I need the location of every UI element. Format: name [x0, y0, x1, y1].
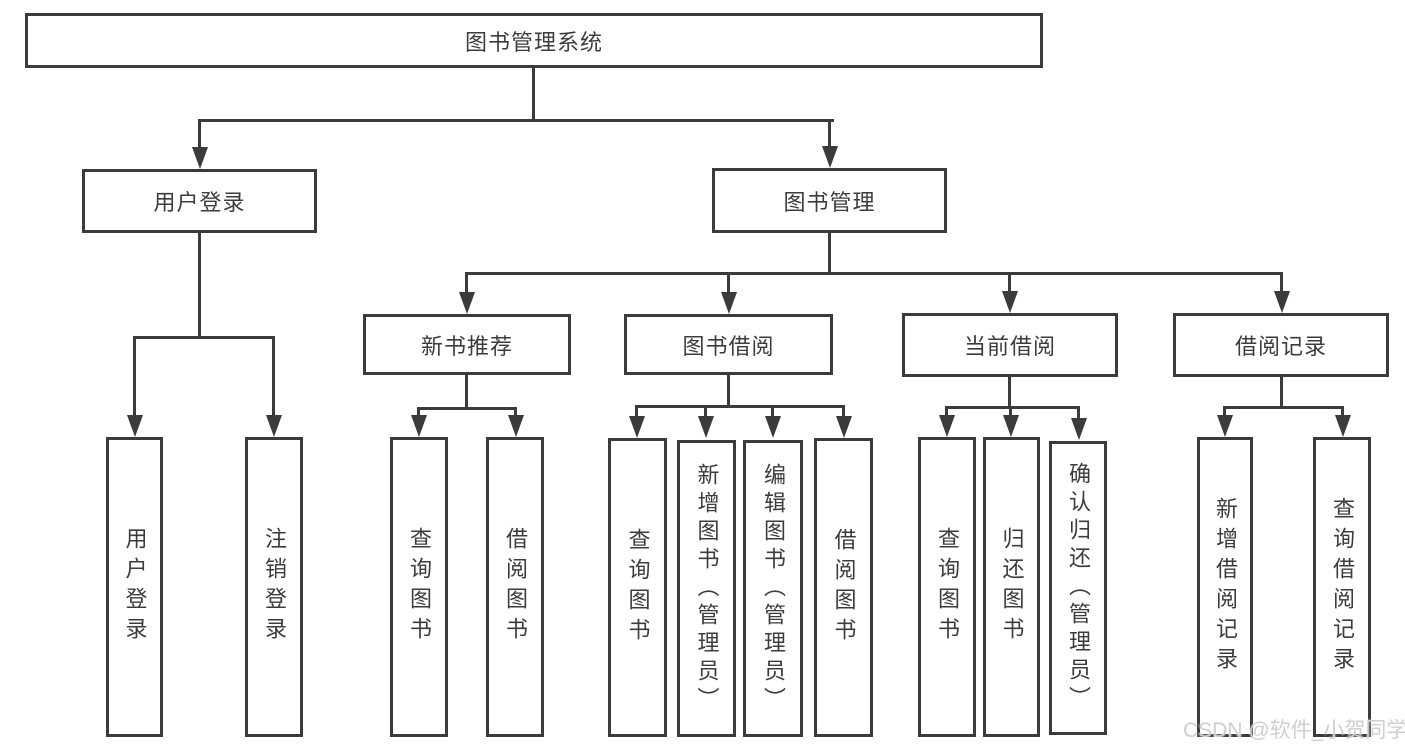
node-leaf-nbr-borrow: 借阅图书 — [486, 437, 544, 737]
connector-book-mgmt-split — [465, 272, 1283, 275]
connector-borrow-records-split — [1223, 406, 1343, 409]
node-root-label: 图书管理系统 — [464, 29, 603, 55]
connector-new-book-rec-split — [417, 407, 517, 410]
connector-current-borrow-split — [945, 406, 1080, 409]
node-leaf-bb-edit-label: 编辑图书（管理员） — [761, 462, 786, 715]
node-current-borrow: 当前借阅 — [902, 313, 1118, 377]
connector-to-leaf-cb-query — [945, 406, 948, 418]
connector-to-leaf-br-add — [1223, 406, 1226, 418]
connector-current-borrow-stem — [1008, 377, 1011, 409]
connector-new-book-rec-stem — [465, 375, 468, 410]
node-leaf-br-query: 查询借阅记录 — [1313, 437, 1371, 737]
node-leaf-nbr-borrow-label: 借阅图书 — [503, 527, 528, 647]
connector-to-new-book-rec — [465, 272, 468, 296]
node-leaf-cb-confirm-label: 确认归还（管理员） — [1066, 462, 1091, 714]
connector-root-split — [198, 119, 834, 122]
node-leaf-bb-query: 查询图书 — [608, 438, 667, 737]
csdn-watermark: CSDN @软件_小贺同学 — [1183, 719, 1405, 742]
connector-to-leaf-logout — [272, 336, 275, 420]
node-leaf-user-login-label: 用户登录 — [122, 527, 148, 647]
arrowhead-leaf-nbr-query — [411, 415, 427, 437]
arrowhead-leaf-nbr-borrow — [508, 415, 524, 437]
node-root: 图书管理系统 — [25, 13, 1043, 68]
arrowhead-leaf-br-query — [1335, 415, 1351, 437]
arrowhead-leaf-br-add — [1217, 415, 1233, 437]
node-new-book-rec-label: 新书推荐 — [420, 333, 513, 359]
node-leaf-cb-return: 归还图书 — [983, 437, 1040, 737]
arrowhead-leaf-logout — [266, 415, 282, 437]
arrowhead-leaf-bb-borrow — [836, 416, 852, 438]
connector-book-mgmt-stem — [828, 233, 831, 275]
connector-borrow-records-stem — [1280, 377, 1283, 409]
connector-to-leaf-nbr-borrow — [514, 407, 517, 420]
connector-to-borrow-records — [1280, 272, 1283, 295]
node-leaf-cb-query-label: 查询图书 — [935, 527, 960, 647]
node-leaf-user-login: 用户登录 — [106, 437, 163, 737]
node-leaf-bb-borrow-label: 借阅图书 — [831, 527, 857, 648]
node-borrow-records-label: 借阅记录 — [1234, 334, 1327, 359]
node-leaf-br-query-label: 查询借阅记录 — [1330, 497, 1355, 677]
connector-to-leaf-bb-query — [635, 405, 638, 418]
connector-to-leaf-br-query — [1341, 406, 1344, 418]
arrowhead-leaf-bb-add — [698, 416, 714, 438]
connector-to-leaf-bb-borrow — [842, 405, 845, 418]
arrowhead-book-mgmt — [822, 146, 838, 168]
connector-to-user-login — [198, 119, 201, 153]
node-leaf-cb-query: 查询图书 — [918, 437, 976, 737]
connector-user-login-stem — [198, 233, 201, 339]
node-leaf-nbr-query: 查询图书 — [390, 437, 448, 737]
connector-to-book-mgmt — [828, 119, 831, 152]
node-leaf-bb-edit: 编辑图书（管理员） — [743, 440, 803, 737]
node-book-mgmt: 图书管理 — [712, 168, 947, 233]
node-new-book-rec: 新书推荐 — [363, 314, 571, 375]
connector-to-leaf-nbr-query — [417, 407, 420, 420]
connector-to-leaf-bb-add — [704, 405, 707, 418]
arrowhead-new-book-rec — [459, 292, 475, 314]
node-leaf-bb-query-label: 查询图书 — [625, 527, 651, 648]
arrowhead-leaf-user-login — [127, 415, 143, 437]
arrowhead-leaf-bb-edit — [765, 416, 781, 438]
node-leaf-logout: 注销登录 — [245, 437, 303, 737]
connector-to-leaf-cb-return — [1009, 406, 1012, 418]
arrowhead-leaf-bb-query — [629, 416, 645, 438]
node-borrow-records: 借阅记录 — [1173, 313, 1389, 377]
connector-to-leaf-cb-confirm — [1077, 406, 1080, 418]
arrowhead-book-borrow — [721, 292, 737, 314]
node-leaf-br-add: 新增借阅记录 — [1197, 437, 1253, 737]
node-leaf-bb-borrow: 借阅图书 — [814, 438, 873, 737]
arrowhead-user-login — [192, 147, 208, 169]
connector-book-borrow-stem — [727, 375, 730, 408]
arrowhead-leaf-cb-confirm — [1071, 418, 1087, 440]
connector-to-book-borrow — [727, 272, 730, 296]
connector-root-stem — [532, 68, 535, 120]
node-current-borrow-label: 当前借阅 — [963, 334, 1056, 359]
node-leaf-nbr-query-label: 查询图书 — [407, 527, 432, 647]
connector-to-leaf-bb-edit — [771, 405, 774, 418]
arrowhead-leaf-cb-query — [939, 415, 955, 437]
arrowhead-current-borrow — [1002, 291, 1018, 313]
node-leaf-br-add-label: 新增借阅记录 — [1213, 497, 1238, 677]
node-leaf-cb-return-label: 归还图书 — [999, 527, 1025, 647]
node-leaf-bb-add: 新增图书（管理员） — [677, 440, 736, 737]
node-user-login: 用户登录 — [82, 169, 317, 233]
node-book-borrow-label: 图书借阅 — [682, 333, 775, 359]
connector-user-login-split — [133, 336, 275, 339]
node-book-borrow: 图书借阅 — [624, 314, 833, 375]
connector-book-borrow-split — [635, 405, 845, 408]
node-user-login-label: 用户登录 — [153, 190, 246, 215]
connector-to-current-borrow — [1008, 272, 1011, 295]
arrowhead-borrow-records — [1274, 291, 1290, 313]
node-leaf-cb-confirm: 确认归还（管理员） — [1049, 441, 1107, 735]
node-book-mgmt-label: 图书管理 — [783, 189, 876, 215]
node-leaf-logout-label: 注销登录 — [262, 527, 287, 647]
node-leaf-bb-add-label: 新增图书（管理员） — [694, 462, 720, 715]
connector-to-leaf-user-login — [133, 336, 136, 420]
arrowhead-leaf-cb-return — [1003, 415, 1019, 437]
